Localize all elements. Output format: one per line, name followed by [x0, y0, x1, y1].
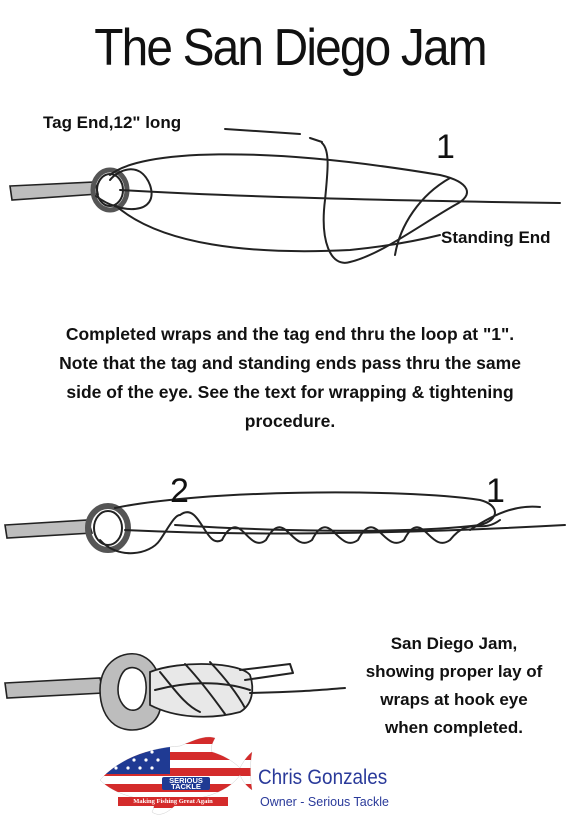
- standing-line-3: [249, 687, 346, 694]
- caption-figure-1: Completed wraps and the tag end thru the…: [59, 324, 521, 431]
- standing-line-2: [124, 524, 566, 535]
- logo-slogan-banner: [118, 797, 228, 806]
- logo-brand-text: SERIOUS TACKLE: [169, 776, 203, 791]
- completed-knot: [149, 663, 254, 718]
- loop-2: [114, 491, 496, 532]
- standing-end-label: Standing End: [441, 228, 551, 247]
- hook-shank-2: [4, 519, 94, 539]
- marker-2: 2: [170, 472, 189, 510]
- owner-name: Chris Gonzales: [258, 766, 388, 789]
- logo-brand-badge: [162, 777, 210, 790]
- logo-slogan: Making Fishing Great Again: [133, 798, 213, 805]
- caption-figure-3: San Diego Jam, showing proper lay of wra…: [365, 634, 543, 737]
- tag-end-label: Tag End,12" long: [43, 113, 182, 132]
- standing-line-1: [119, 189, 561, 204]
- loop-1: [109, 142, 468, 264]
- figure-2-drawing: [4, 491, 566, 555]
- owner-title: Owner - Serious Tackle: [260, 795, 389, 809]
- figure-3-drawing: [4, 653, 346, 731]
- hook-shank-1: [9, 181, 100, 201]
- hook-shank-3: [4, 677, 104, 699]
- hook-eye-2: [85, 503, 131, 553]
- loop-marker-1: 1: [436, 128, 455, 166]
- page-title: The San Diego Jam: [94, 19, 487, 77]
- wraps: [179, 511, 501, 544]
- figure-1-drawing: [9, 128, 561, 264]
- marker-1: 1: [486, 472, 505, 510]
- tag-end-line: [224, 128, 301, 135]
